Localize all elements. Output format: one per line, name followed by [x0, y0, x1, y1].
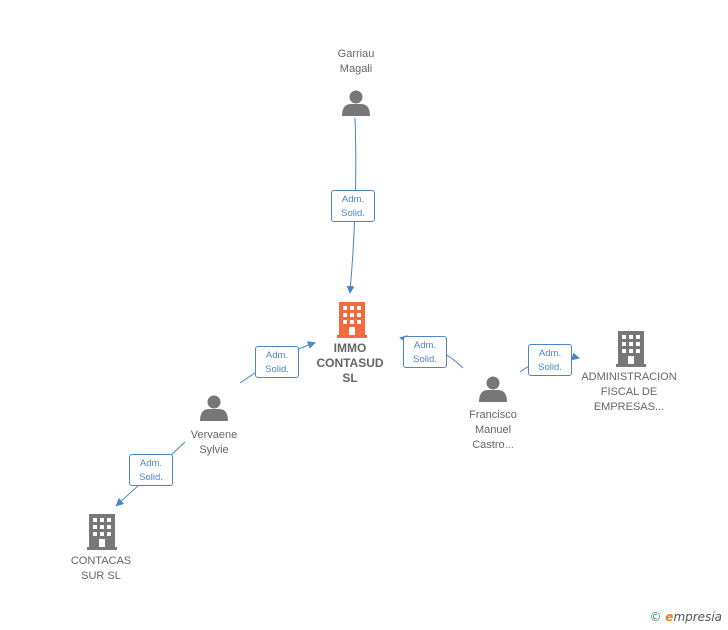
edge-label-line: Adm.: [341, 194, 365, 205]
edge-label-line: Solid.: [265, 364, 289, 375]
node-label-line: SL: [342, 371, 358, 385]
node-label-line: SUR SL: [81, 570, 121, 582]
node-label-line: Castro...: [472, 439, 514, 451]
edge-label-francisco-admin[interactable]: Adm. Solid.: [528, 344, 572, 376]
edge-label-vervaene-immo[interactable]: Adm. Solid.: [255, 346, 299, 378]
brand-name: mpresia: [673, 610, 722, 624]
edge-label-line: Adm.: [265, 350, 289, 361]
edge-label-line: Solid.: [538, 362, 562, 373]
node-label-line: ADMINISTRACION: [581, 371, 677, 383]
node-label-contacas[interactable]: CONTACAS SUR SL: [59, 554, 143, 584]
edge-label-garriau-immo[interactable]: Adm. Solid.: [331, 190, 375, 222]
empresia-logo: empresia: [665, 610, 722, 624]
node-label-line: Vervaene: [190, 429, 238, 441]
edge-label-line: Adm.: [139, 458, 163, 469]
copyright-symbol: ©: [649, 610, 662, 624]
edge-label-line: Solid.: [341, 208, 365, 219]
node-label-line: FISCAL DE: [600, 386, 658, 398]
node-label-line: Magali: [339, 63, 373, 75]
person-icon[interactable]: [200, 395, 228, 422]
node-label-line: IMMO: [333, 341, 367, 355]
node-label-line: Sylvie: [199, 444, 229, 456]
node-label-immo-contasud[interactable]: IMMO CONTASUD SL: [300, 341, 400, 386]
edge-label-line: Solid.: [413, 354, 437, 365]
edge-label-francisco-immo[interactable]: Adm. Solid.: [403, 336, 447, 368]
building-icon[interactable]: [87, 514, 117, 550]
node-label-line: CONTASUD: [316, 356, 384, 370]
edge-label-vervaene-contacas[interactable]: Adm. Solid.: [129, 454, 173, 486]
node-label-garriau[interactable]: Garriau Magali: [316, 47, 396, 77]
person-icon[interactable]: [479, 376, 507, 403]
node-label-vervaene[interactable]: Vervaene Sylvie: [172, 428, 256, 458]
node-label-administracion[interactable]: ADMINISTRACION FISCAL DE EMPRESAS...: [573, 370, 685, 415]
person-icon[interactable]: [342, 90, 370, 117]
node-label-line: Garriau: [337, 48, 375, 60]
edge-label-line: Adm.: [413, 340, 437, 351]
building-icon-main[interactable]: [337, 302, 367, 338]
empresia-watermark: © empresia: [649, 610, 722, 624]
edge-label-line: Adm.: [538, 348, 562, 359]
node-label-line: Francisco: [469, 409, 517, 421]
node-label-line: Manuel: [474, 424, 512, 436]
node-label-line: EMPRESAS...: [593, 401, 665, 413]
node-label-francisco[interactable]: Francisco Manuel Castro...: [451, 408, 535, 453]
edge-label-line: Solid.: [139, 472, 163, 483]
brand-initial: e: [665, 610, 674, 624]
building-icon[interactable]: [616, 331, 646, 367]
node-label-line: CONTACAS: [70, 555, 132, 567]
